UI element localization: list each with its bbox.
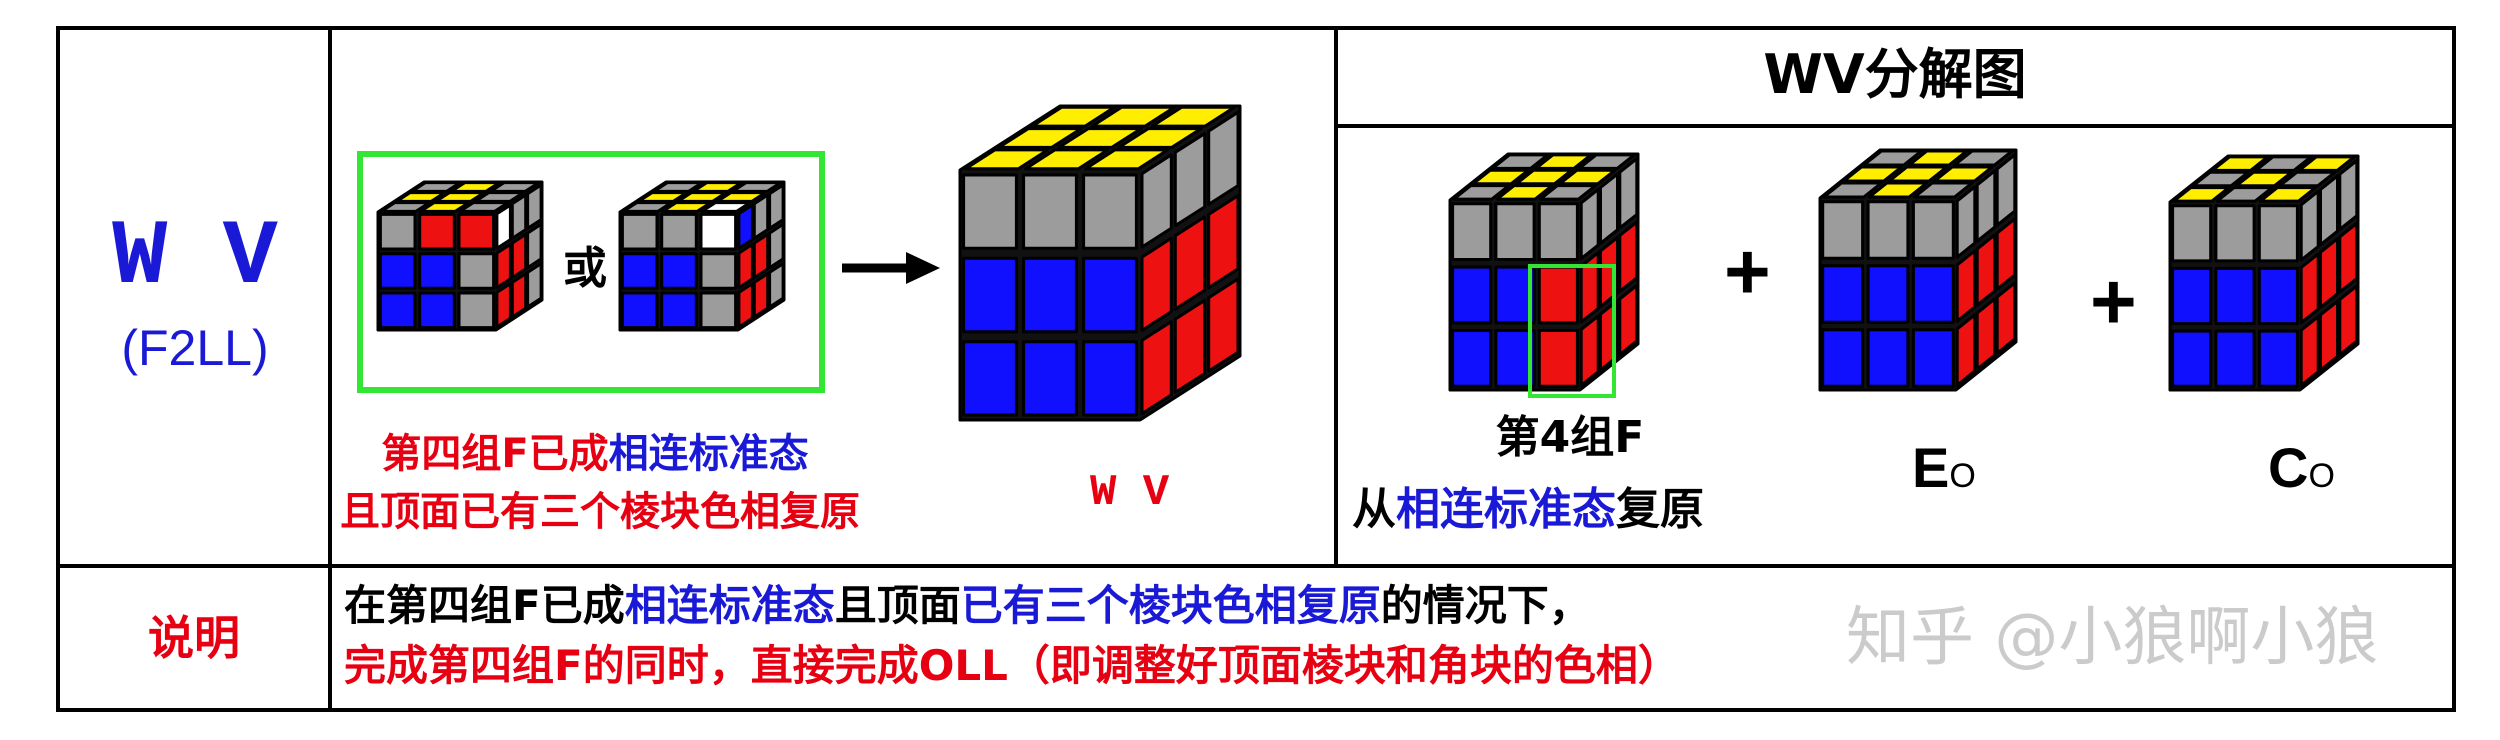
desc-part-a: 在第四组F已成 (344, 581, 625, 630)
bottom-line2: 完成第四组F的同时，直接完成OLL（即调整好顶面棱块和角块的色相） (344, 641, 1680, 690)
eo-subscript: O (1949, 457, 1976, 495)
plus-sign-1: + (1724, 227, 1771, 316)
result-cube (958, 104, 1242, 422)
case-cube-2 (618, 180, 786, 332)
or-label: 或 (563, 243, 607, 294)
bottom-label: 说明 (148, 611, 240, 665)
plus-sign-2: + (2090, 257, 2137, 346)
case-highlight-frame (357, 151, 825, 393)
slot-highlight-frame (1528, 264, 1616, 398)
watermark: 知乎 @小狼啊小狼 (1846, 601, 2379, 675)
decomp-caption-1-line1: 第4组F (1495, 412, 1645, 463)
case-caption-line2: 且顶面已有三个棱块色相复原 (340, 489, 860, 535)
desc-part-c: 且顶面 (834, 581, 961, 630)
desc-part-b: 相连标准态 (624, 581, 835, 630)
co-subscript: O (2308, 457, 2335, 495)
result-label: W V (1090, 468, 1170, 518)
decomp-cube-2 (1818, 148, 2018, 392)
cap-part-c: 复原 (1616, 484, 1704, 535)
decomp-header: WV分解图 (1763, 43, 2027, 106)
eo-letter: E (1912, 436, 1950, 499)
decomp-caption-1-line2: 从相连标准态复原 (1352, 484, 1812, 536)
cap-part-b: 相连标准态 (1396, 484, 1616, 535)
case-cube-1 (376, 180, 544, 332)
desc-part-e: 的情况下， (1380, 581, 1591, 630)
table-grid (56, 26, 2456, 712)
arrow-right-icon (842, 252, 940, 284)
co-letter: C (2268, 436, 2309, 499)
decomp-cube-1 (1448, 152, 1640, 392)
cap-part-a: 从 (1352, 484, 1396, 535)
decomp-caption-eo: EO (1912, 438, 1976, 506)
bottom-line1: 在第四组F已成相连标准态且顶面已有三个棱块色相复原的情况下， (344, 580, 1591, 632)
desc-part-d: 已有三个棱块色相复原 (960, 581, 1381, 630)
decomp-cube-3 (2168, 154, 2360, 392)
case-subtitle: (F2LL) (121, 320, 269, 376)
decomp-caption-co: CO (2268, 438, 2335, 506)
caption-part-red: 第四组F已成 (381, 431, 609, 477)
caption-part-blue: 相连标准态 (608, 431, 809, 477)
case-title: W V (112, 205, 278, 310)
case-caption-line1: 第四组F已成相连标准态 (360, 430, 830, 478)
